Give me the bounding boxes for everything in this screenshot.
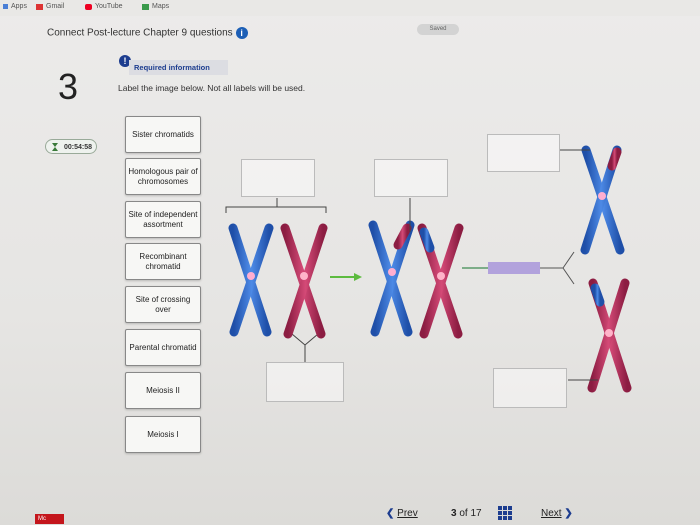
alert-icon: ! (119, 55, 131, 67)
question-grid-icon[interactable] (498, 506, 512, 520)
bracket-top-pair (225, 198, 327, 213)
prev-button[interactable]: ❮ Prev (386, 508, 418, 519)
question-number: 3 (58, 66, 79, 107)
label-recombinant-chromatid[interactable]: Recombinant chromatid (125, 243, 201, 280)
bookmark-maps[interactable]: Maps (142, 3, 169, 10)
bookmark-gmail[interactable]: Gmail (36, 3, 64, 10)
youtube-icon (85, 3, 92, 10)
drop-target-1[interactable] (241, 159, 315, 197)
mcgraw-hill-logo: Mc (35, 514, 64, 524)
drop-target-5[interactable] (493, 368, 567, 408)
chevron-left-icon: ❮ (386, 508, 395, 519)
pink-chromosome-1 (280, 223, 328, 339)
blue-chromosome-2 (368, 220, 415, 337)
blue-chromosome-1 (228, 223, 274, 337)
bookmark-youtube[interactable]: YouTube (85, 3, 123, 10)
assignment-title: Connect Post-lecture Chapter 9 questions… (47, 27, 248, 39)
hourglass-icon (52, 143, 58, 151)
lavender-pointer (462, 251, 575, 285)
required-information-tab[interactable]: Required information (129, 60, 228, 75)
chevron-right-icon: ❯ (564, 508, 573, 519)
info-icon[interactable]: i (235, 27, 248, 39)
label-site-independent-assortment[interactable]: Site of independent assortment (125, 201, 201, 238)
drop-target-2[interactable] (374, 159, 448, 197)
page-indicator: 3 of 17 (451, 508, 482, 519)
next-button[interactable]: Next ❯ (541, 508, 573, 519)
arrow-right-icon (330, 273, 362, 281)
pink-chromosome-2 (417, 223, 464, 339)
apps-grid-icon (3, 4, 8, 9)
bookmark-apps[interactable]: Apps (3, 3, 27, 10)
label-meiosis-i[interactable]: Meiosis I (125, 416, 201, 453)
gmail-icon (36, 3, 43, 10)
recombinant-chromosome-bottom (587, 278, 632, 393)
label-parental-chromatid[interactable]: Parental chromatid (125, 329, 201, 366)
question-instruction: Label the image below. Not all labels wi… (118, 83, 306, 93)
maps-icon (142, 3, 149, 10)
label-sister-chromatids[interactable]: Sister chromatids (125, 116, 201, 153)
timer: 00:54:58 (45, 139, 97, 154)
label-meiosis-ii[interactable]: Meiosis II (125, 372, 201, 409)
saved-badge: Saved (417, 24, 459, 35)
label-homologous-pair[interactable]: Homologous pair of chromosomes (125, 158, 201, 195)
label-site-crossing-over[interactable]: Site of crossing over (125, 286, 201, 323)
drop-target-4[interactable] (266, 362, 344, 402)
drop-target-3[interactable] (487, 134, 560, 172)
bookmarks-bar: Apps Gmail YouTube Maps (0, 0, 700, 16)
bracket-bottom-chromatids (291, 333, 319, 362)
recombinant-chromosome-top (580, 145, 625, 255)
